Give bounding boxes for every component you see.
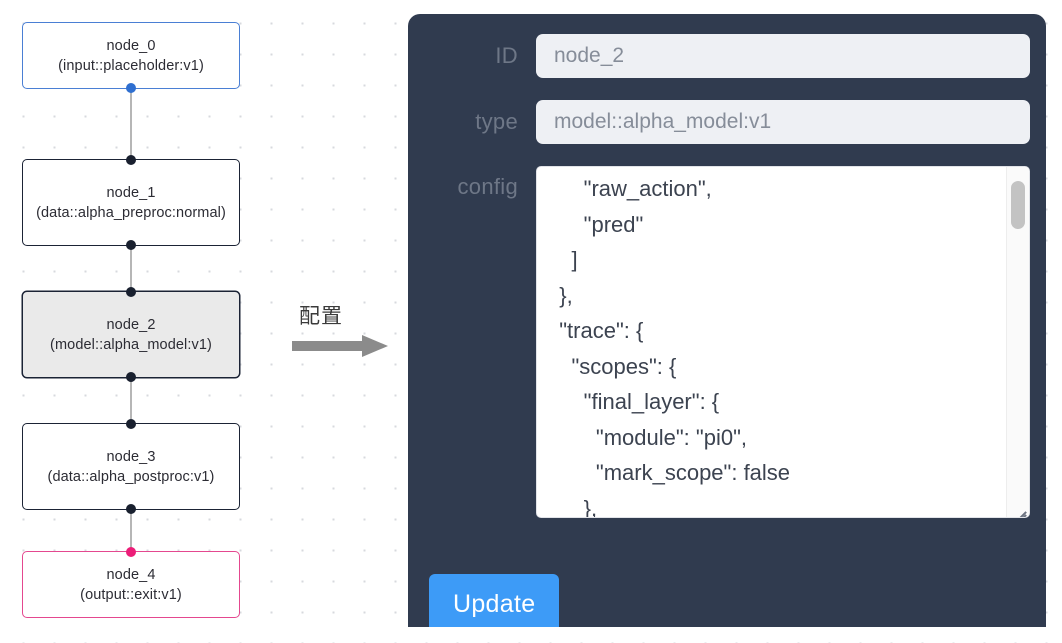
node-handle-target[interactable]: [126, 287, 136, 297]
edge-node0-node1: [130, 88, 132, 160]
field-row-config: config "raw_action", "pred" ] }, "trace"…: [424, 166, 1030, 518]
config-textarea-wrap[interactable]: "raw_action", "pred" ] }, "trace": { "sc…: [536, 166, 1030, 518]
field-row-id: ID node_2: [424, 34, 1030, 78]
flow-node-title: node_4: [106, 566, 156, 583]
flow-node-title: node_3: [106, 448, 156, 465]
flow-node-subtitle: (data::alpha_preproc:normal): [36, 204, 226, 221]
config-field-label: config: [457, 174, 518, 199]
id-field-label: ID: [495, 43, 518, 68]
node-handle-source[interactable]: [126, 83, 136, 93]
flow-node-subtitle: (input::placeholder:v1): [58, 57, 204, 74]
flow-node-node_2[interactable]: node_2 (model::alpha_model:v1): [22, 287, 240, 382]
node-handle-source[interactable]: [126, 504, 136, 514]
flow-node-subtitle: (output::exit:v1): [80, 586, 182, 603]
flow-node-node_3[interactable]: node_3 (data::alpha_postproc:v1): [22, 419, 240, 514]
config-textarea[interactable]: "raw_action", "pred" ] }, "trace": { "sc…: [559, 176, 791, 517]
flow-node-node_0[interactable]: node_0 (input::placeholder:v1): [22, 22, 240, 93]
flow-node-title: node_1: [106, 184, 156, 201]
field-row-type: type model::alpha_model:v1: [424, 100, 1030, 144]
edge-node1-node2: [130, 245, 132, 295]
id-input[interactable]: node_2: [536, 34, 1030, 78]
scrollbar-thumb[interactable]: [1011, 181, 1025, 229]
flow-node-node_4[interactable]: node_4 (output::exit:v1): [22, 547, 240, 618]
type-field-label: type: [475, 109, 518, 134]
arrow-right-icon: [292, 335, 388, 357]
flow-node-title: node_2: [106, 316, 156, 333]
node-handle-target[interactable]: [126, 419, 136, 429]
resize-grip-icon[interactable]: [1012, 500, 1028, 517]
flow-node-subtitle: (data::alpha_postproc:v1): [47, 468, 215, 485]
flow-node-title: node_0: [106, 37, 156, 54]
node-handle-target[interactable]: [126, 547, 136, 557]
flow-node-node_1[interactable]: node_1 (data::alpha_preproc:normal): [22, 155, 240, 250]
annotation-label: 配置: [299, 304, 343, 328]
node-handle-source[interactable]: [126, 240, 136, 250]
vertical-scrollbar[interactable]: [1006, 167, 1029, 517]
config-panel: ID node_2 type model::alpha_model:v1 con…: [408, 14, 1046, 627]
node-handle-target[interactable]: [126, 155, 136, 165]
type-input[interactable]: model::alpha_model:v1: [536, 100, 1030, 144]
edge-node3-node4: [130, 513, 132, 550]
edge-node2-node3: [130, 377, 132, 419]
node-handle-source[interactable]: [126, 372, 136, 382]
flow-node-subtitle: (model::alpha_model:v1): [50, 336, 212, 353]
update-button[interactable]: Update: [429, 574, 560, 627]
